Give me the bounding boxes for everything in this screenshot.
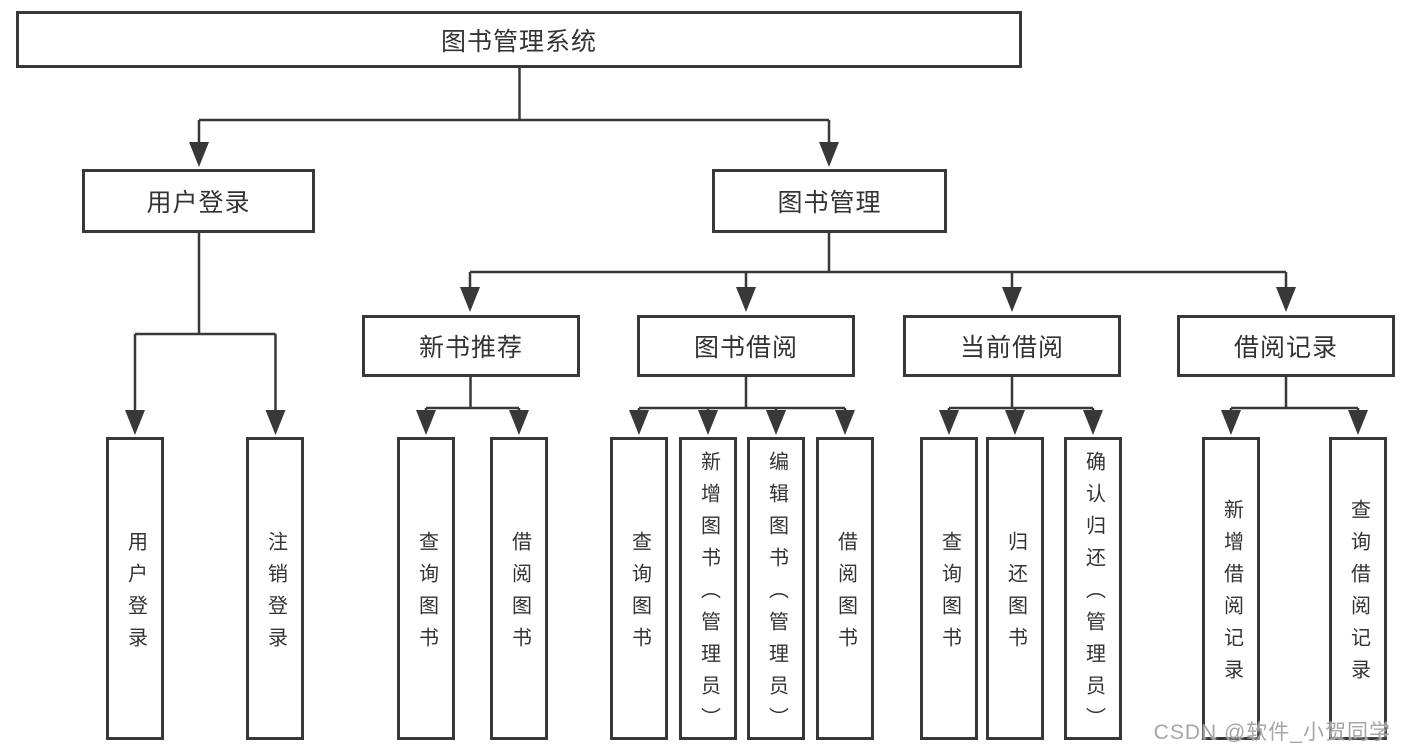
leaf-return-book: 归还图书	[986, 437, 1044, 740]
leaf-borrow-books: 借阅图书	[816, 437, 874, 740]
leaf-label: 编辑图书（管理员）	[765, 450, 788, 739]
leaf-label: 借阅图书	[508, 530, 531, 659]
leaf-label: 查询图书	[415, 530, 438, 659]
node-book-management: 图书管理	[712, 169, 947, 233]
leaf-query-books-current: 查询图书	[920, 437, 978, 740]
leaf-borrow-books-recommend: 借阅图书	[490, 437, 548, 740]
leaf-label: 用户登录	[124, 530, 147, 659]
leaf-query-books-recommend: 查询图书	[397, 437, 455, 740]
arrowheads	[125, 142, 1368, 435]
leaf-label: 查询借阅记录	[1347, 498, 1370, 691]
leaf-label: 借阅图书	[834, 530, 857, 659]
node-current-borrowing: 当前借阅	[903, 315, 1121, 377]
leaf-add-borrow-record: 新增借阅记录	[1202, 437, 1260, 740]
leaf-logout: 注销登录	[246, 437, 304, 740]
leaf-label: 归还图书	[1004, 530, 1027, 659]
leaf-edit-book-admin: 编辑图书（管理员）	[747, 437, 805, 740]
leaf-label: 新增图书（管理员）	[697, 450, 720, 739]
leaf-label: 新增借阅记录	[1220, 498, 1243, 691]
watermark: CSDN @软件_小贺同学	[1153, 721, 1391, 744]
leaf-add-book-admin: 新增图书（管理员）	[679, 437, 737, 740]
node-library-management-system: 图书管理系统	[16, 11, 1022, 68]
leaf-label: 查询图书	[628, 530, 651, 659]
node-new-book-recommendation: 新书推荐	[362, 315, 580, 377]
leaf-label: 查询图书	[938, 530, 961, 659]
leaf-query-borrow-record: 查询借阅记录	[1329, 437, 1387, 740]
node-book-borrowing: 图书借阅	[637, 315, 855, 377]
leaf-confirm-return-admin: 确认归还（管理员）	[1064, 437, 1122, 740]
leaf-label: 确认归还（管理员）	[1082, 450, 1105, 739]
node-user-login: 用户登录	[82, 169, 315, 233]
leaf-query-books-borrow: 查询图书	[610, 437, 668, 740]
node-borrowing-records: 借阅记录	[1177, 315, 1395, 377]
leaf-label: 注销登录	[264, 530, 287, 659]
leaf-user-login: 用户登录	[106, 437, 164, 740]
